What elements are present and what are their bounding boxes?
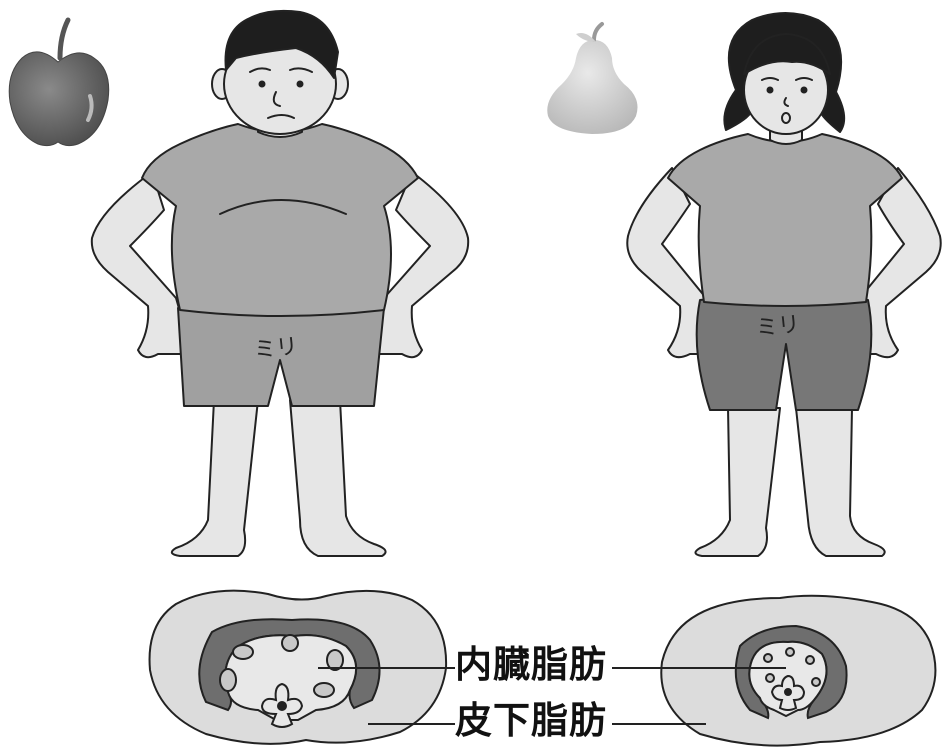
man-figure: ミリ: [92, 11, 468, 556]
man-shirt: [142, 124, 418, 316]
woman-shirt: [668, 134, 902, 306]
man-right-leg: [290, 400, 386, 556]
pear-icon: [547, 24, 637, 134]
woman-shorts: [697, 295, 872, 410]
woman-belly-marking: ミリ: [755, 312, 801, 341]
man-belly-marking: ミリ: [253, 334, 299, 363]
visceral-fat-label: 内臓脂肪: [455, 646, 607, 683]
man-left-leg: [172, 400, 258, 556]
woman-left-leg: [695, 408, 780, 556]
apple-icon: [9, 20, 109, 146]
woman-right-leg: [796, 408, 885, 556]
woman-figure: ミリ: [627, 13, 940, 556]
subcutaneous-fat-label: 皮下脂肪: [455, 702, 607, 739]
